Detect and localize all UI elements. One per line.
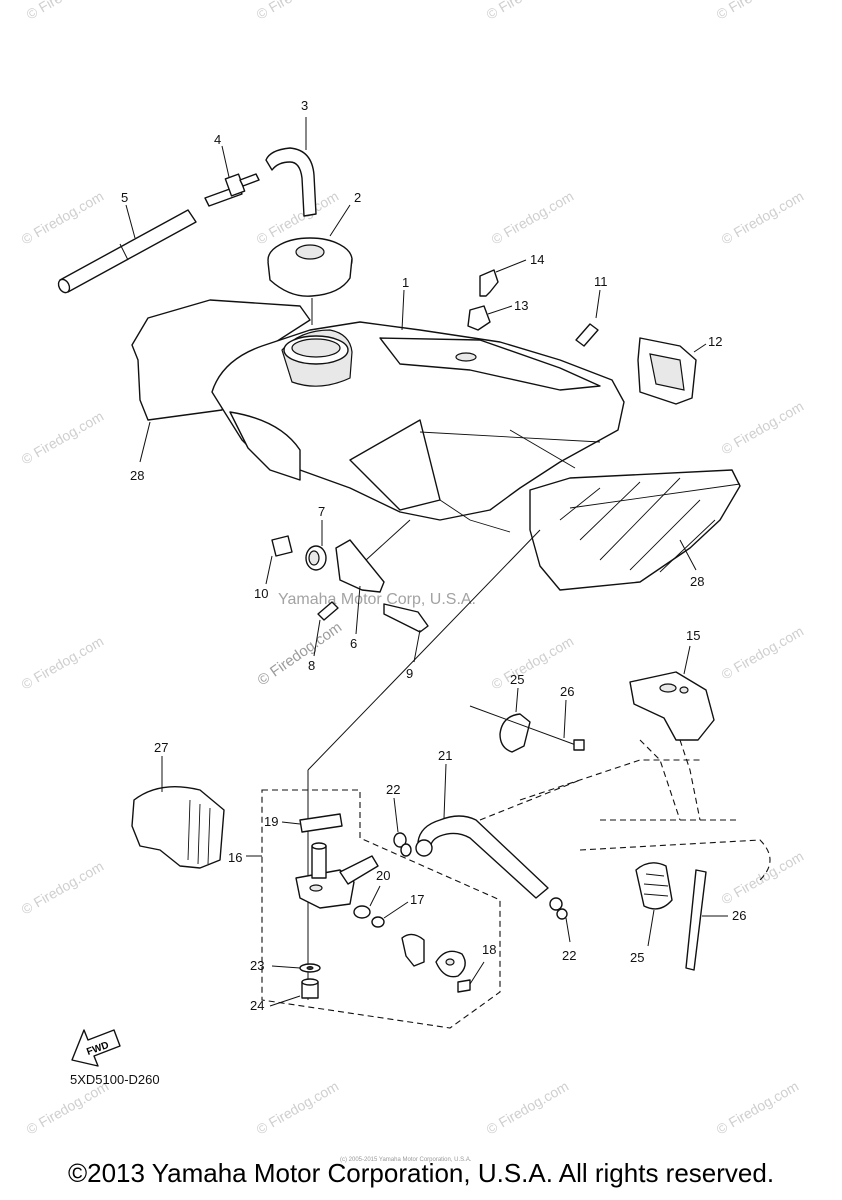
callout-18: 18 [482, 942, 496, 957]
callout-14: 14 [530, 252, 544, 267]
part-hose-5 [57, 204, 197, 294]
watermark: © Firedog.com [484, 0, 572, 23]
part-collar-7 [305, 520, 327, 571]
yamaha-watermark: Yamaha Motor Corp, U.S.A. [278, 591, 476, 608]
callout-7: 7 [318, 504, 325, 519]
watermark: © Firedog.com [254, 0, 342, 23]
watermark: © Firedog.com [714, 1078, 802, 1138]
part-plate-18 [435, 950, 485, 993]
callout-27: 27 [154, 740, 168, 755]
watermark: © Firedog.com [19, 858, 107, 918]
part-washer-23 [271, 963, 321, 973]
watermark: © Firedog.com [484, 1078, 572, 1138]
callout-9: 9 [406, 666, 413, 681]
callout-3: 3 [301, 98, 308, 113]
part-fuel-hose-21 [415, 763, 549, 899]
diagram-code: 5XD5100-D260 [70, 1072, 160, 1087]
callout-26a: 26 [560, 684, 574, 699]
part-strainer-19 [281, 813, 343, 833]
callout-22b: 22 [562, 948, 576, 963]
part-screw-8 [313, 601, 339, 657]
watermark: © Firedog.com [254, 1078, 342, 1138]
part-damper-13 [467, 305, 513, 331]
part-tie-26-lower [685, 869, 728, 971]
part-bolt-9 [383, 603, 429, 663]
part-shroud-right-28 [529, 469, 741, 591]
watermark: © Firedog.com [719, 623, 807, 683]
copyright-notice: ©2013 Yamaha Motor Corporation, U.S.A. A… [67, 1158, 775, 1188]
part-clamp-27 [131, 756, 225, 869]
callout-28b: 28 [690, 574, 704, 589]
watermark-center: © Firedog.com [255, 619, 346, 689]
callout-numbers: 1 2 3 4 5 6 7 8 9 10 11 12 13 14 15 16 1… [121, 98, 746, 1013]
part-valve-4 [204, 145, 260, 207]
part-clamp-25-lower [635, 862, 673, 947]
callout-6: 6 [350, 636, 357, 651]
callout-12: 12 [708, 334, 722, 349]
watermark: © Firedog.com [719, 188, 807, 248]
callout-10: 10 [254, 586, 268, 601]
part-fuel-cock-16 [295, 842, 379, 909]
part-clip-22-a [393, 797, 412, 857]
part-fuel-cap-2 [267, 204, 353, 325]
callout-28a: 28 [130, 468, 144, 483]
watermark: © Firedog.com [489, 188, 577, 248]
part-holder-15 [629, 645, 715, 741]
callout-15: 15 [686, 628, 700, 643]
callout-5: 5 [121, 190, 128, 205]
callout-19: 19 [264, 814, 278, 829]
part-fuel-tank-1 [211, 289, 625, 533]
callout-13: 13 [514, 298, 528, 313]
callout-16: 16 [228, 850, 242, 865]
part-clamp-25-upper [499, 687, 531, 753]
callout-22a: 22 [386, 782, 400, 797]
watermark: © Firedog.com [24, 0, 112, 23]
watermark: © Firedog.com [719, 398, 807, 458]
fwd-arrow-icon: FWD [71, 1029, 121, 1067]
part-bolt-10 [265, 535, 293, 585]
callout-8: 8 [308, 658, 315, 673]
callout-17: 17 [410, 892, 424, 907]
callout-26b: 26 [732, 908, 746, 923]
callout-25b: 25 [630, 950, 644, 965]
watermark: © Firedog.com [19, 188, 107, 248]
part-clip-22-b [549, 897, 571, 943]
part-lever [401, 933, 425, 967]
callout-21: 21 [438, 748, 452, 763]
part-oring-20 [353, 885, 381, 919]
callout-25a: 25 [510, 672, 524, 687]
part-bolt-11 [575, 289, 601, 347]
callout-24: 24 [250, 998, 264, 1013]
part-gasket-17 [371, 901, 409, 928]
part-shroud-left-28 [131, 299, 311, 463]
part-bolt-14 [479, 259, 527, 297]
callout-1: 1 [402, 275, 409, 290]
tiny-copyright: (c) 2005-2015 Yamaha Motor Corporation, … [340, 1157, 472, 1163]
watermark: © Firedog.com [714, 0, 802, 23]
part-tie-26-upper [469, 699, 585, 751]
part-bent-hose-3 [265, 117, 317, 217]
part-bolt-24 [269, 978, 319, 1007]
watermark: © Firedog.com [19, 633, 107, 693]
callout-4: 4 [214, 132, 221, 147]
part-band-12 [637, 337, 707, 405]
callout-23: 23 [250, 958, 264, 973]
part-bracket-6 [335, 519, 411, 635]
watermark: © Firedog.com [19, 408, 107, 468]
callout-11: 11 [594, 274, 608, 289]
frame-outline [479, 739, 771, 881]
callout-2: 2 [354, 190, 361, 205]
callout-20: 20 [376, 868, 390, 883]
